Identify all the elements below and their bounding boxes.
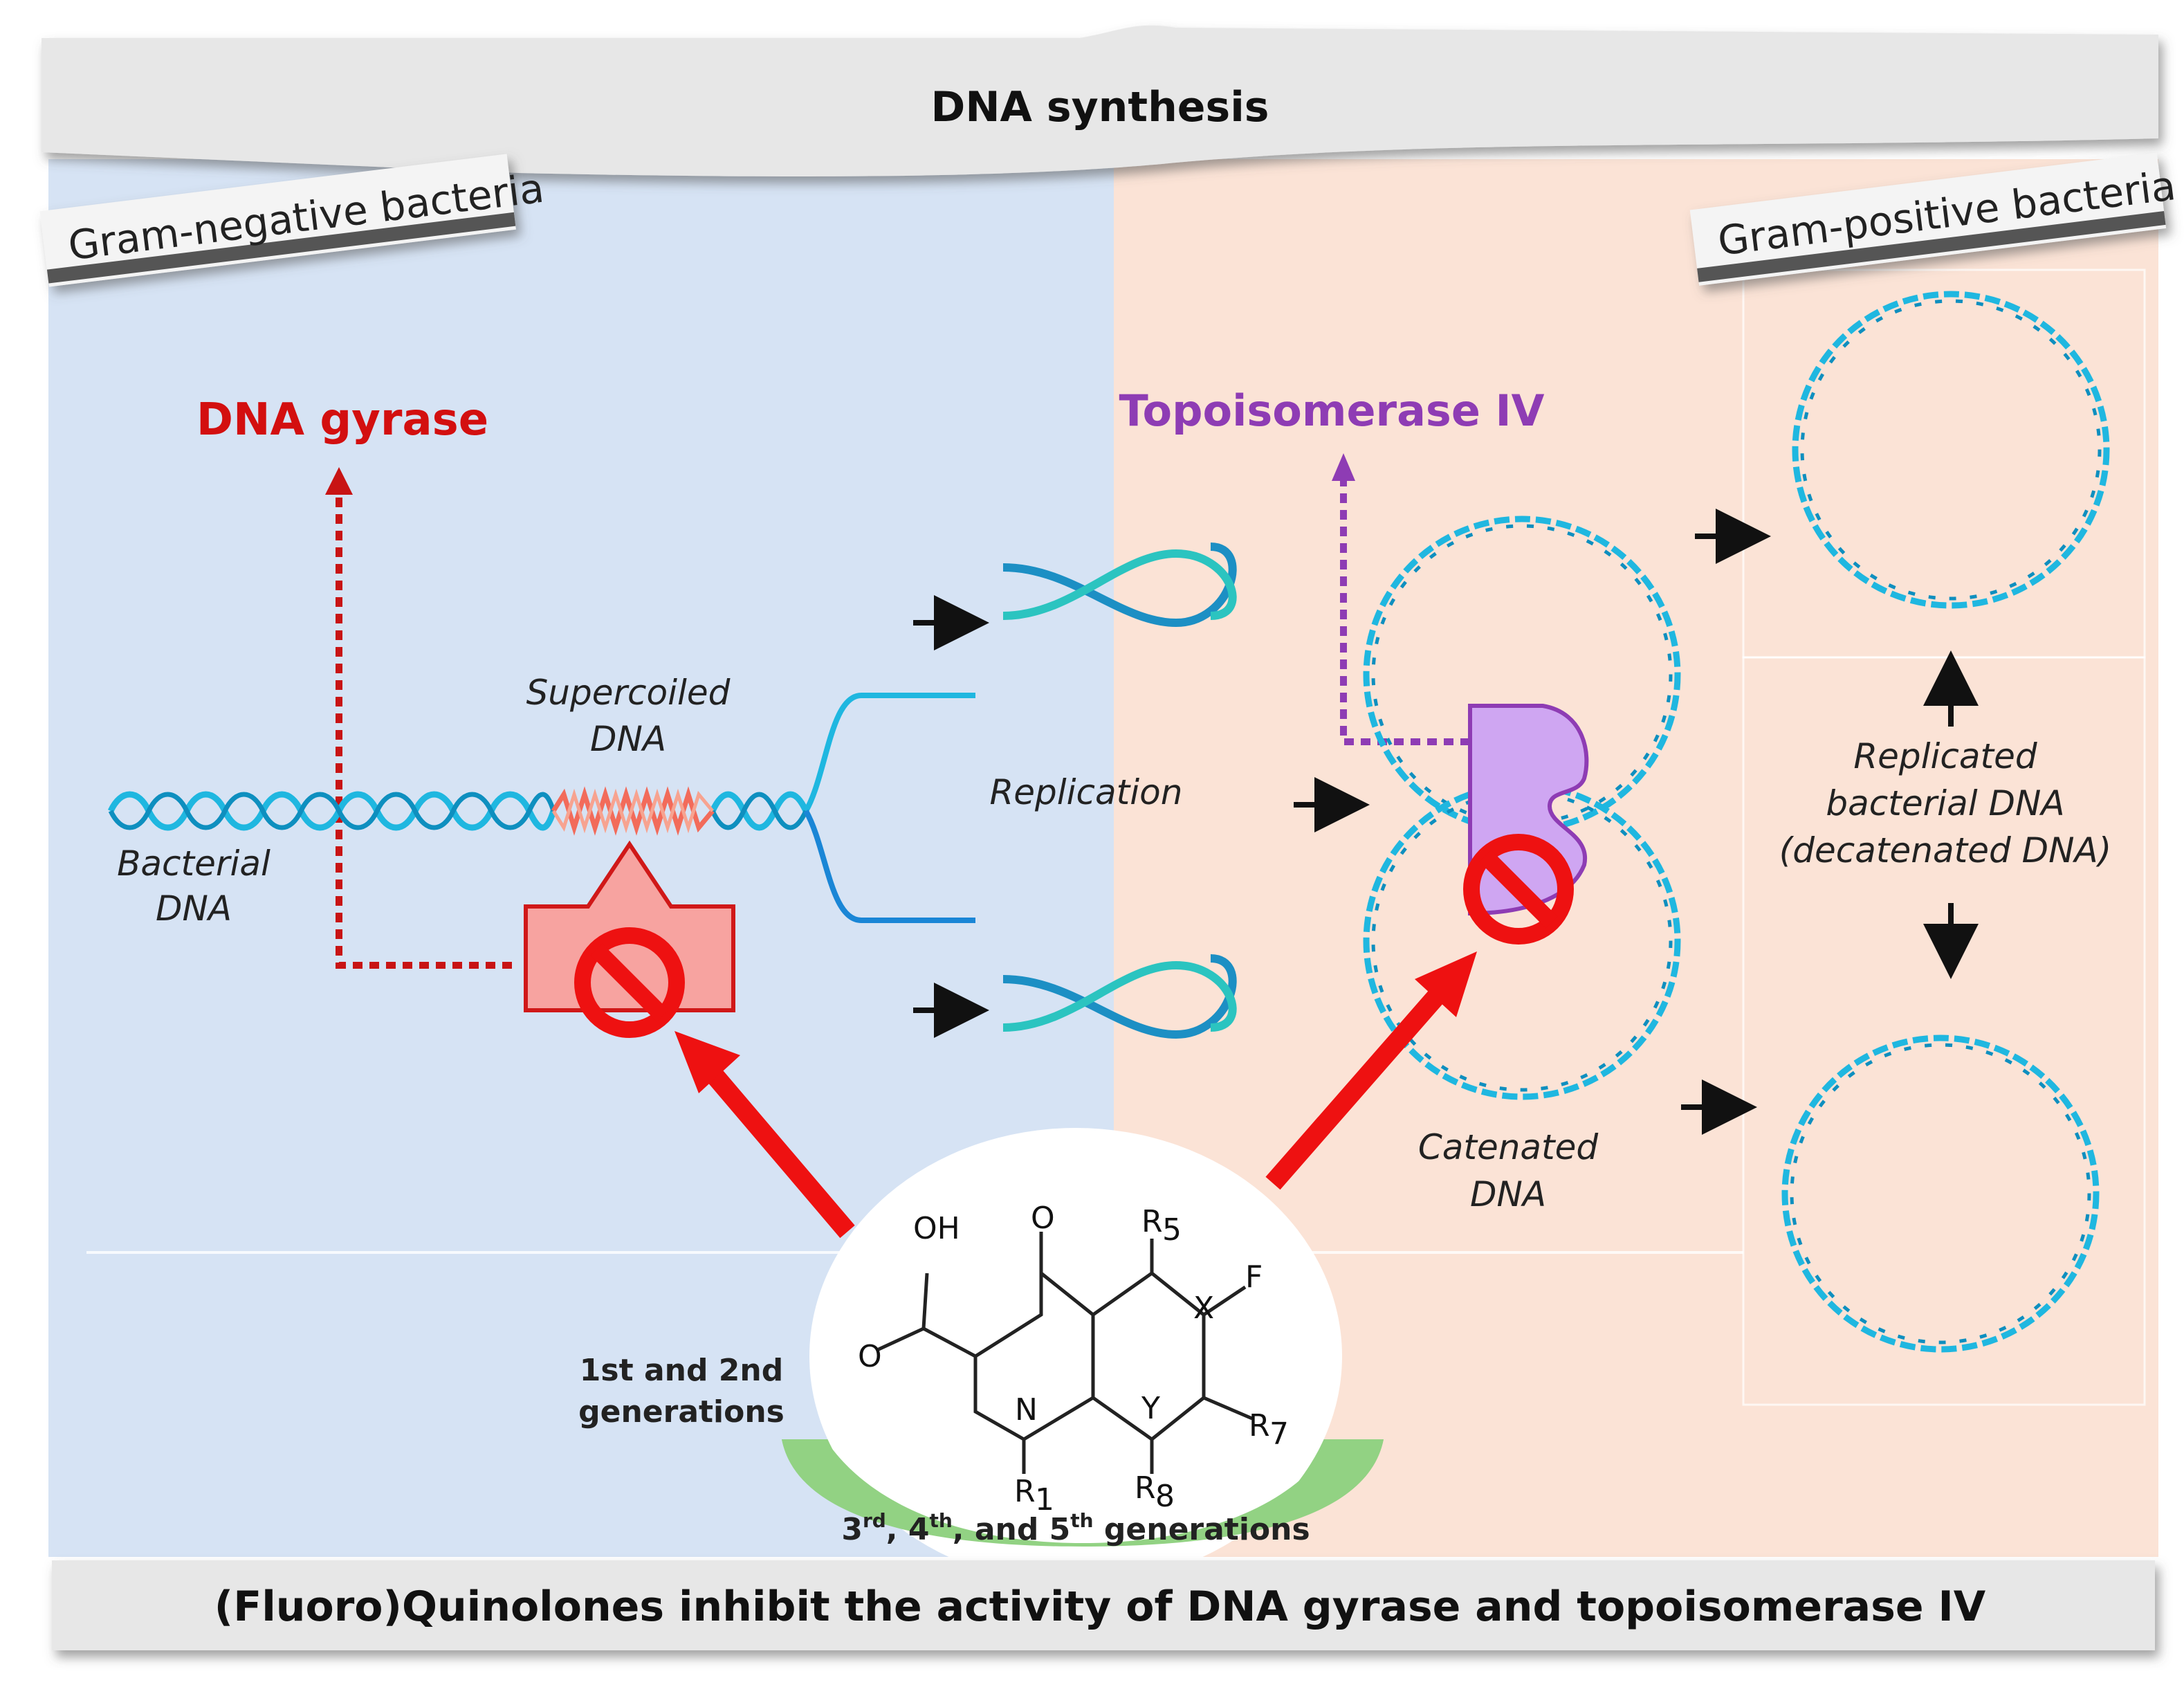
- svg-text:Bacterial: Bacterial: [117, 844, 270, 884]
- banner-title: DNA synthesis: [931, 83, 1269, 131]
- svg-text:bacterial DNA: bacterial DNA: [1826, 783, 2064, 823]
- bottom-banner: [52, 1560, 2155, 1650]
- replication-fork-bottom: [803, 810, 975, 923]
- supercoiled-dna-label: Supercoiled DNA: [526, 673, 731, 759]
- arrow-to-gyrase: [701, 1062, 855, 1239]
- double-helix-top: [1002, 542, 1237, 628]
- svg-text:DNA: DNA: [156, 888, 232, 929]
- svg-text:5: 5: [1162, 1212, 1182, 1248]
- svg-text:X: X: [1193, 1291, 1214, 1326]
- inhibition-arrows: [675, 951, 1477, 1239]
- svg-text:Replicated: Replicated: [1853, 736, 2037, 776]
- svg-text:DNA: DNA: [1470, 1174, 1546, 1214]
- bacterial-dna-helix: [107, 791, 809, 831]
- gyrase-inhibition-icon: [574, 927, 685, 1038]
- early-generations-label: 1st and 2nd generations: [578, 1353, 784, 1430]
- svg-text:R: R: [1014, 1474, 1036, 1509]
- supercoiled-dna-segment: [551, 786, 715, 836]
- topo-up-arrowhead: [1332, 453, 1355, 481]
- svg-text:Supercoiled: Supercoiled: [526, 673, 731, 713]
- topo-inhibition-icon: [1463, 834, 1574, 945]
- late-generations-label: 3rd, 4th, and 5th generations: [841, 1509, 1310, 1547]
- gyrase-up-arrowhead: [325, 467, 353, 495]
- arrow-to-topo: [1265, 983, 1450, 1190]
- replication-label: Replication: [990, 772, 1183, 812]
- svg-text:R: R: [1141, 1204, 1163, 1239]
- svg-text:F: F: [1245, 1259, 1263, 1295]
- svg-text:OH: OH: [913, 1211, 960, 1246]
- dna-gyrase-label: DNA gyrase: [196, 394, 488, 446]
- top-banner: [42, 25, 2158, 176]
- replicated-dna-label: Replicated bacterial DNA (decatenated DN…: [1779, 736, 2111, 870]
- replicated-circle-bottom: [1781, 1034, 2100, 1353]
- replicated-circle-top: [1792, 291, 2110, 609]
- svg-text:1st and 2nd: 1st and 2nd: [580, 1353, 783, 1388]
- bacterial-dna-label: Bacterial DNA: [117, 844, 270, 929]
- catenated-dna-label: Catenated DNA: [1418, 1127, 1599, 1214]
- svg-text:R: R: [1135, 1470, 1156, 1506]
- replication-fork-top: [803, 693, 975, 812]
- svg-text:7: 7: [1269, 1416, 1289, 1452]
- svg-text:(decatenated DNA): (decatenated DNA): [1779, 830, 2111, 870]
- svg-text:R: R: [1249, 1408, 1270, 1443]
- svg-text:DNA: DNA: [590, 719, 666, 759]
- topoisomerase-label: Topoisomerase IV: [1119, 385, 1544, 436]
- svg-text:O: O: [1031, 1201, 1055, 1236]
- structure-atom-labels: OH O O R 5 F X R 7 Y N R 1 R 8: [858, 1201, 1289, 1517]
- svg-text:Catenated: Catenated: [1418, 1127, 1599, 1167]
- gyrase-dotted-connector: [336, 484, 512, 969]
- svg-text:N: N: [1015, 1392, 1038, 1428]
- quinolone-oval: [809, 1128, 1342, 1585]
- process-arrows: [913, 509, 1979, 1135]
- svg-text:Y: Y: [1141, 1391, 1160, 1426]
- svg-text:8: 8: [1155, 1479, 1175, 1514]
- arrow-to-topo-head: [1415, 951, 1477, 1017]
- arrow-to-gyrase-head: [675, 1031, 740, 1093]
- svg-text:O: O: [858, 1339, 882, 1374]
- double-helix-bottom: [1002, 954, 1237, 1039]
- caption-text: (Fluoro)Quinolones inhibit the activity …: [214, 1583, 1986, 1631]
- svg-text:generations: generations: [578, 1394, 784, 1430]
- topo-dotted-connector: [1340, 471, 1470, 745]
- green-arc-foreground: [782, 1439, 1384, 1547]
- svg-text:1: 1: [1035, 1482, 1054, 1517]
- quinolone-structure: [877, 1232, 1253, 1474]
